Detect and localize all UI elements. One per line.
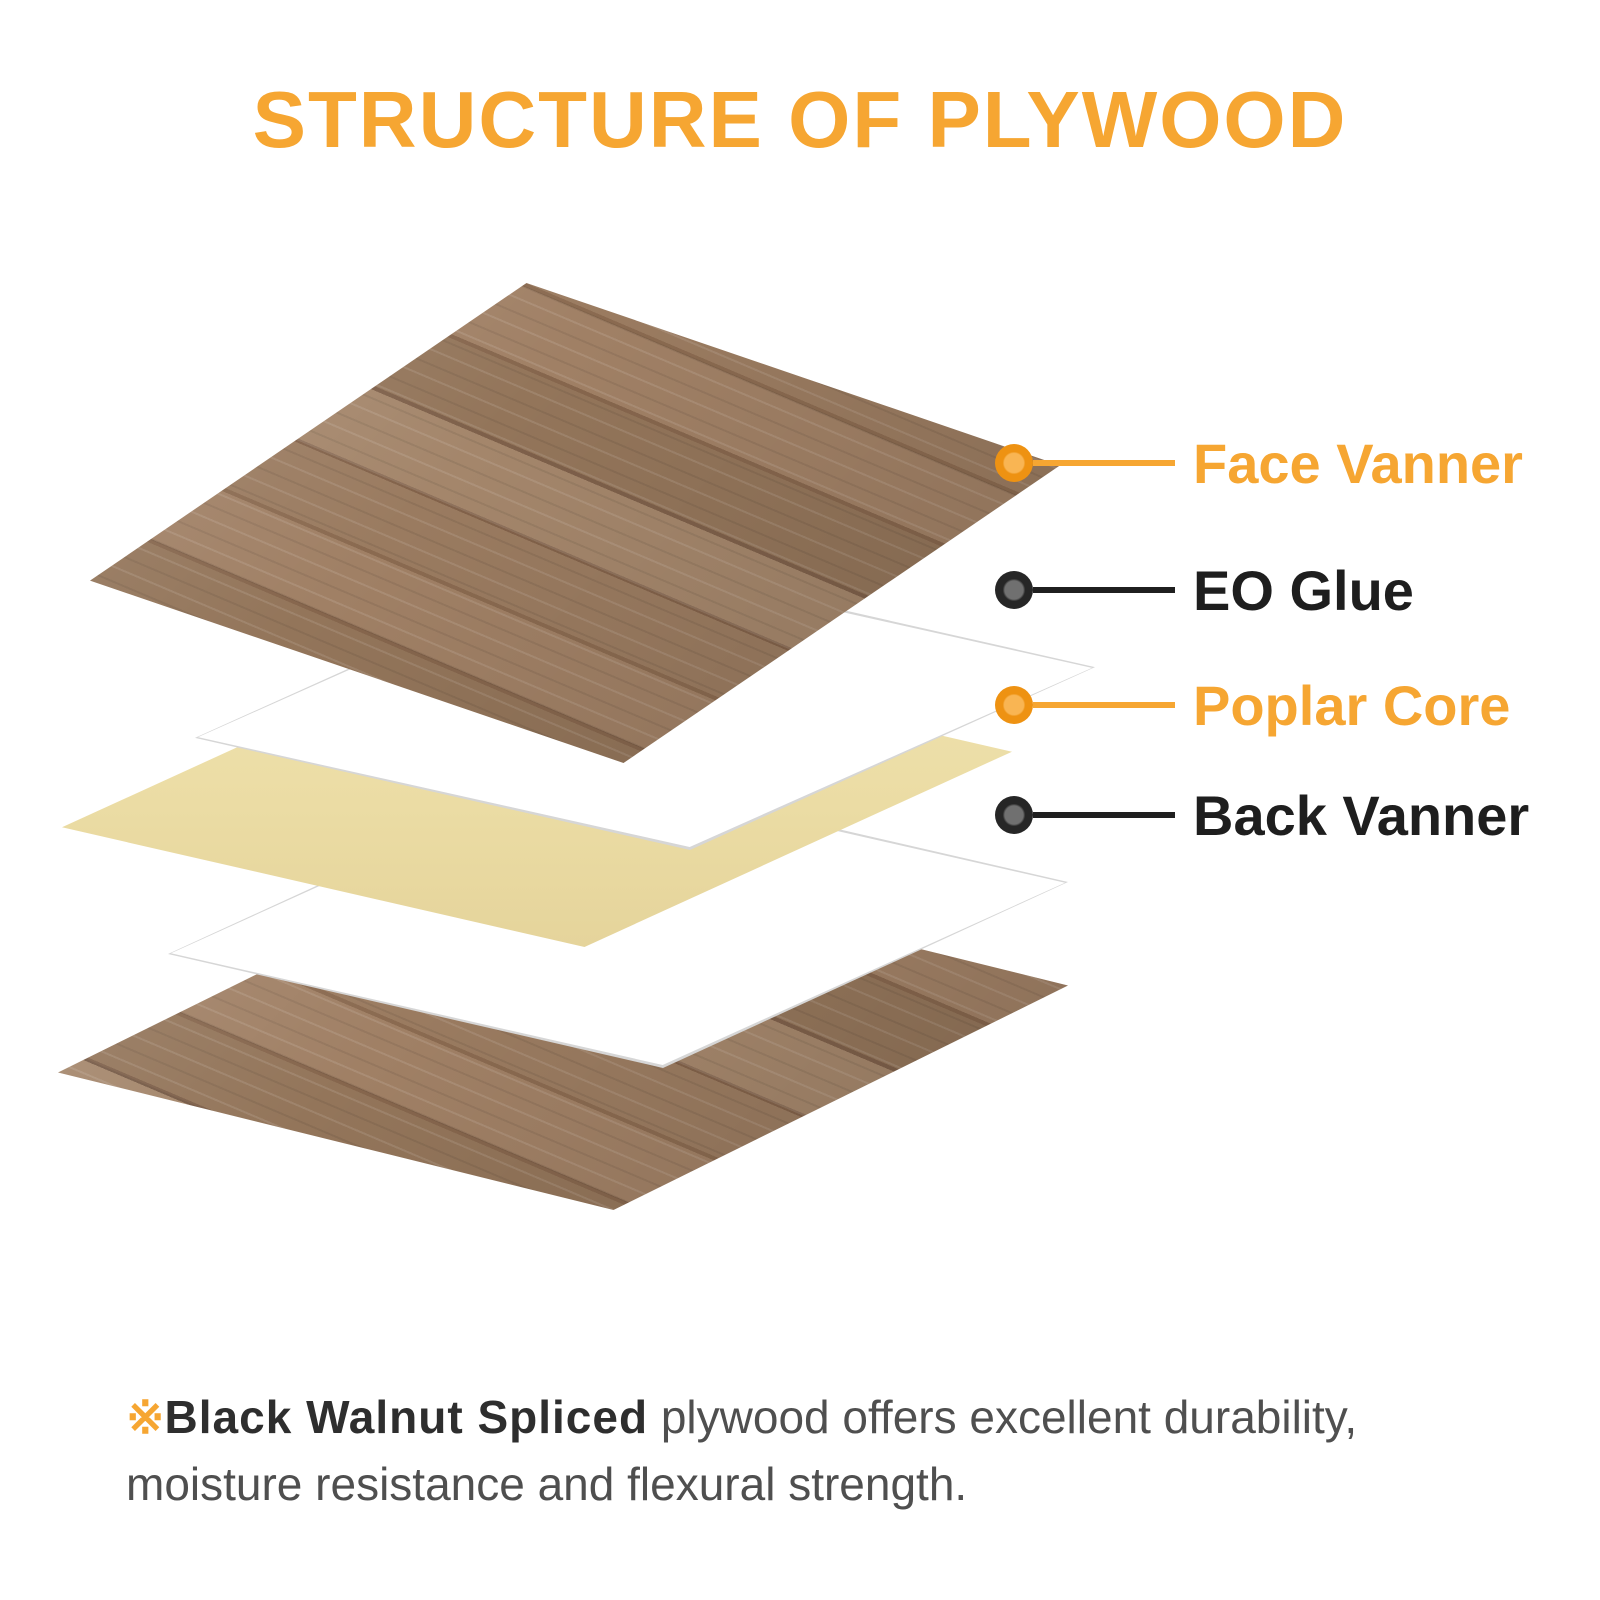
back-vanner-dot-icon [995,796,1033,834]
footnote-marker: ※ [126,1391,165,1443]
eo-glue-dot-icon [995,571,1033,609]
callout-back-vanner: Back Vanner [995,782,1529,848]
footnote: ※Black Walnut Spliced plywood offers exc… [126,1384,1506,1517]
footnote-rest-text: plywood offers excellent durability, [648,1391,1358,1443]
poplar-core-dot-icon [995,686,1033,724]
face-vanner-leader-line [1033,460,1175,466]
page-title: STRUCTURE OF PLYWOOD [252,75,1348,164]
poplar-core-leader-line [1033,702,1175,708]
footnote-line-1: ※Black Walnut Spliced plywood offers exc… [126,1391,1357,1443]
footnote-line-2: moisture resistance and flexural strengt… [126,1457,968,1510]
eo-glue-label: EO Glue [1193,558,1414,622]
callout-eo-glue: EO Glue [995,557,1414,623]
poplar-core-label: Poplar Core [1193,673,1511,737]
back-vanner-leader-line [1033,812,1175,818]
face-vanner-dot-icon [995,444,1033,482]
callout-poplar-core: Poplar Core [995,672,1510,738]
eo-glue-leader-line [1033,587,1175,593]
face-vanner-label: Face Vanner [1193,431,1523,495]
callout-face-vanner: Face Vanner [995,430,1523,496]
back-vanner-label: Back Vanner [1193,783,1530,847]
footnote-bold-text: Black Walnut Spliced [164,1391,649,1443]
